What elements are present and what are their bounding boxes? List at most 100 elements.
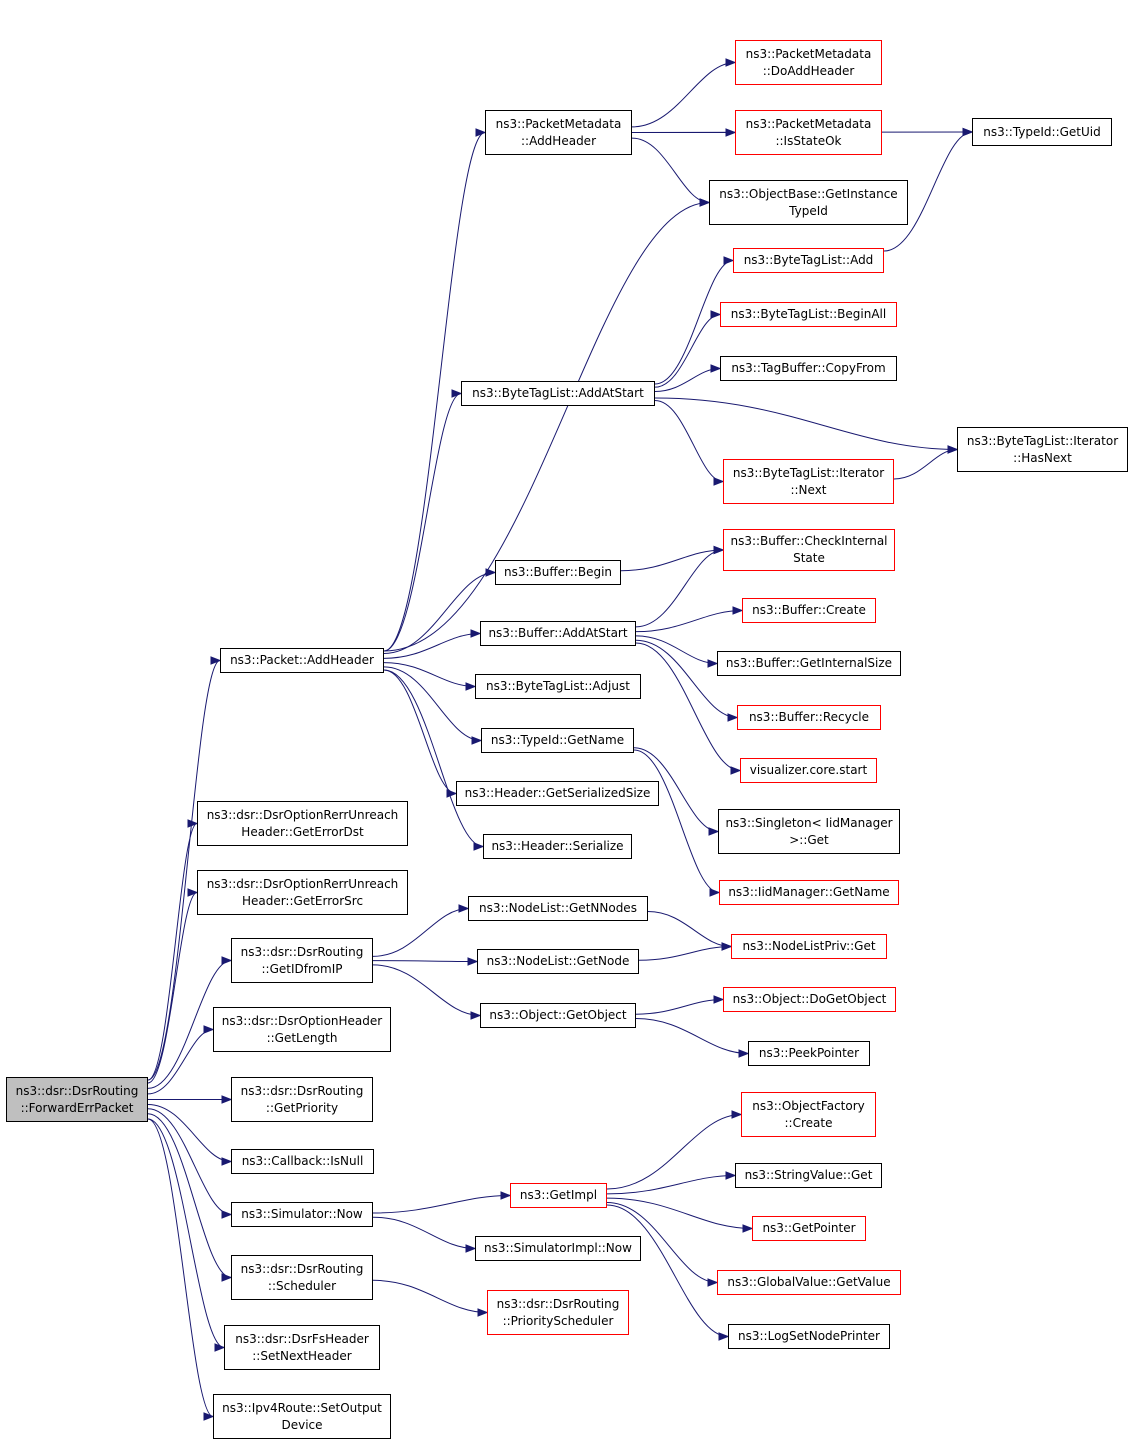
graph-node-btl-iterator-has-next[interactable]: ns3::ByteTagList::Iterator::HasNext <box>957 427 1128 472</box>
graph-node-iidmanager-get-name[interactable]: ns3::IidManager::GetName <box>719 880 899 905</box>
call-edge-get_id_from_ip-to-nodelist_get_n_nodes <box>372 908 469 957</box>
call-edge-buffer_add_at_start-to-buffer_get_internal_size <box>635 635 718 664</box>
graph-node-object-get-object[interactable]: ns3::Object::GetObject <box>480 1003 636 1028</box>
arrowhead-icon <box>470 629 482 638</box>
graph-node-set-next-header[interactable]: ns3::dsr::DsrFsHeader::SetNextHeader <box>224 1325 380 1370</box>
graph-node-globalvalue-get-value[interactable]: ns3::GlobalValue::GetValue <box>717 1270 901 1295</box>
call-edge-object_get_object-to-object_do_get_object <box>635 999 724 1015</box>
node-label-line: ns3::TypeId::GetName <box>490 733 625 747</box>
call-edge-get_impl-to-globalvalue_get_value <box>606 1201 718 1283</box>
graph-node-singleton-get[interactable]: ns3::Singleton< IidManager>::Get <box>718 809 900 854</box>
node-label-line: ns3::ByteTagList::Iterator <box>732 465 885 480</box>
node-label-line: ns3::Header::GetSerializedSize <box>464 786 651 800</box>
node-label-line: Device <box>281 1417 323 1432</box>
call-edge-packet_add_header-to-btl_add_at_start <box>383 393 462 652</box>
graph-node-simulator-now[interactable]: ns3::Simulator::Now <box>231 1202 373 1227</box>
arrowhead-icon <box>477 1308 489 1317</box>
arrowhead-icon <box>221 1157 233 1166</box>
graph-node-header-serialize[interactable]: ns3::Header::Serialize <box>483 834 632 859</box>
graph-node-get-priority[interactable]: ns3::dsr::DsrRouting::GetPriority <box>231 1077 373 1122</box>
graph-node-priority-scheduler[interactable]: ns3::dsr::DsrRouting::PriorityScheduler <box>487 1290 629 1335</box>
graph-node-pm-is-state-ok[interactable]: ns3::PacketMetadata::IsStateOk <box>735 110 882 155</box>
graph-node-nodelistpriv-get[interactable]: ns3::NodeListPriv::Get <box>731 934 887 959</box>
node-label-line: ns3::PacketMetadata <box>745 116 872 131</box>
node-label-line: ::Create <box>784 1115 833 1130</box>
graph-node-peek-pointer[interactable]: ns3::PeekPointer <box>748 1041 870 1066</box>
arrowhead-icon <box>730 766 742 775</box>
call-edge-get_impl-to-objectfactory_create <box>606 1114 742 1190</box>
node-label-line: ns3::dsr::DsrOptionRerrUnreach <box>206 876 399 891</box>
call-edge-forward_err_packet-to-packet_add_header <box>147 660 221 1081</box>
arrowhead-icon <box>710 364 722 373</box>
node-label-line: ns3::Object::DoGetObject <box>732 992 887 1006</box>
graph-node-nodelist-get-n-nodes[interactable]: ns3::NodeList::GetNNodes <box>468 896 648 921</box>
graph-node-get-id-from-ip[interactable]: ns3::dsr::DsrRouting::GetIDfromIP <box>231 938 373 983</box>
graph-node-stringvalue-get[interactable]: ns3::StringValue::Get <box>735 1163 882 1188</box>
graph-node-get-pointer[interactable]: ns3::GetPointer <box>752 1216 866 1241</box>
graph-node-object-do-get-object[interactable]: ns3::Object::DoGetObject <box>723 987 896 1012</box>
graph-node-typeid-get-name[interactable]: ns3::TypeId::GetName <box>481 728 634 753</box>
graph-node-buffer-create[interactable]: ns3::Buffer::Create <box>742 598 876 623</box>
node-label-line: ns3::PacketMetadata <box>495 116 622 131</box>
arrowhead-icon <box>458 904 470 913</box>
arrowhead-icon <box>962 127 974 137</box>
graph-node-visualizer-core-start[interactable]: visualizer.core.start <box>740 758 877 783</box>
call-edge-packet_add_header-to-pm_add_header <box>383 132 486 652</box>
node-label-line: Header::GetErrorDst <box>241 824 364 839</box>
graph-node-callback-is-null[interactable]: ns3::Callback::IsNull <box>231 1149 374 1174</box>
call-edge-btl_add_at_start-to-tagbuffer_copy_from <box>654 368 721 392</box>
call-edge-get_impl-to-log_set_node_printer <box>606 1204 729 1337</box>
graph-node-btl-add-at-start[interactable]: ns3::ByteTagList::AddAtStart <box>461 381 655 406</box>
arrowhead-icon <box>725 128 737 137</box>
graph-node-packet-add-header[interactable]: ns3::Packet::AddHeader <box>220 648 384 673</box>
graph-node-pm-add-header[interactable]: ns3::PacketMetadata::AddHeader <box>485 110 632 155</box>
graph-node-btl-add[interactable]: ns3::ByteTagList::Add <box>733 248 884 273</box>
graph-node-tagbuffer-copy-from[interactable]: ns3::TagBuffer::CopyFrom <box>720 356 897 381</box>
call-edge-btl_add_at_start-to-btl_iterator_has_next <box>654 397 958 450</box>
graph-node-header-get-serialized-size[interactable]: ns3::Header::GetSerializedSize <box>456 781 659 806</box>
arrowhead-icon <box>699 198 711 207</box>
graph-node-buffer-add-at-start[interactable]: ns3::Buffer::AddAtStart <box>480 621 636 646</box>
graph-node-get-impl[interactable]: ns3::GetImpl <box>510 1183 607 1208</box>
node-label-line: ns3::PeekPointer <box>758 1046 860 1060</box>
arrowhead-icon <box>725 58 737 67</box>
arrowhead-icon <box>475 128 487 137</box>
node-label-line: ::GetPriority <box>265 1100 339 1115</box>
graph-node-scheduler[interactable]: ns3::dsr::DsrRouting::Scheduler <box>231 1255 373 1300</box>
arrowhead-icon <box>187 819 199 828</box>
graph-node-btl-iterator-next[interactable]: ns3::ByteTagList::Iterator::Next <box>723 459 894 504</box>
call-edge-btl_add-to-typeid_get_uid <box>883 131 973 252</box>
graph-node-typeid-get-uid[interactable]: ns3::TypeId::GetUid <box>972 118 1112 146</box>
graph-node-buffer-get-internal-size[interactable]: ns3::Buffer::GetInternalSize <box>717 651 901 676</box>
node-label-line: ns3::dsr::DsrRouting <box>240 944 364 959</box>
graph-node-simulatorimpl-now[interactable]: ns3::SimulatorImpl::Now <box>475 1236 641 1261</box>
graph-node-btl-adjust[interactable]: ns3::ByteTagList::Adjust <box>475 674 641 699</box>
call-edge-packet_add_header-to-buffer_add_at_start <box>383 633 481 659</box>
arrowhead-icon <box>732 606 744 615</box>
graph-node-objectfactory-create[interactable]: ns3::ObjectFactory::Create <box>741 1092 876 1137</box>
graph-node-btl-begin-all[interactable]: ns3::ByteTagList::BeginAll <box>720 302 897 327</box>
arrowhead-icon <box>451 389 463 398</box>
call-edge-forward_err_packet-to-set_next_header <box>147 1118 225 1348</box>
node-label-line: ns3::GetPointer <box>762 1221 856 1235</box>
graph-node-buffer-recycle[interactable]: ns3::Buffer::Recycle <box>737 705 881 730</box>
call-edge-typeid_get_name-to-iidmanager_get_name <box>633 749 720 893</box>
graph-node-get-length[interactable]: ns3::dsr::DsrOptionHeader::GetLength <box>213 1007 391 1052</box>
node-label-line: ns3::NodeListPriv::Get <box>742 939 876 953</box>
call-edge-buffer_add_at_start-to-buffer_check_internal_state <box>635 549 724 628</box>
node-label-line: ns3::ObjectBase::GetInstance <box>719 186 898 201</box>
graph-node-log-set-node-printer[interactable]: ns3::LogSetNodePrinter <box>728 1324 890 1349</box>
graph-node-buffer-begin[interactable]: ns3::Buffer::Begin <box>495 560 621 585</box>
arrowhead-icon <box>473 842 485 851</box>
node-label-line: ns3::NodeList::GetNNodes <box>479 901 637 915</box>
graph-node-pm-do-add-header[interactable]: ns3::PacketMetadata::DoAddHeader <box>735 40 882 85</box>
arrowhead-icon <box>707 659 719 668</box>
node-label-line: ns3::Header::Serialize <box>491 839 624 853</box>
graph-node-nodelist-get-node[interactable]: ns3::NodeList::GetNode <box>477 949 639 974</box>
